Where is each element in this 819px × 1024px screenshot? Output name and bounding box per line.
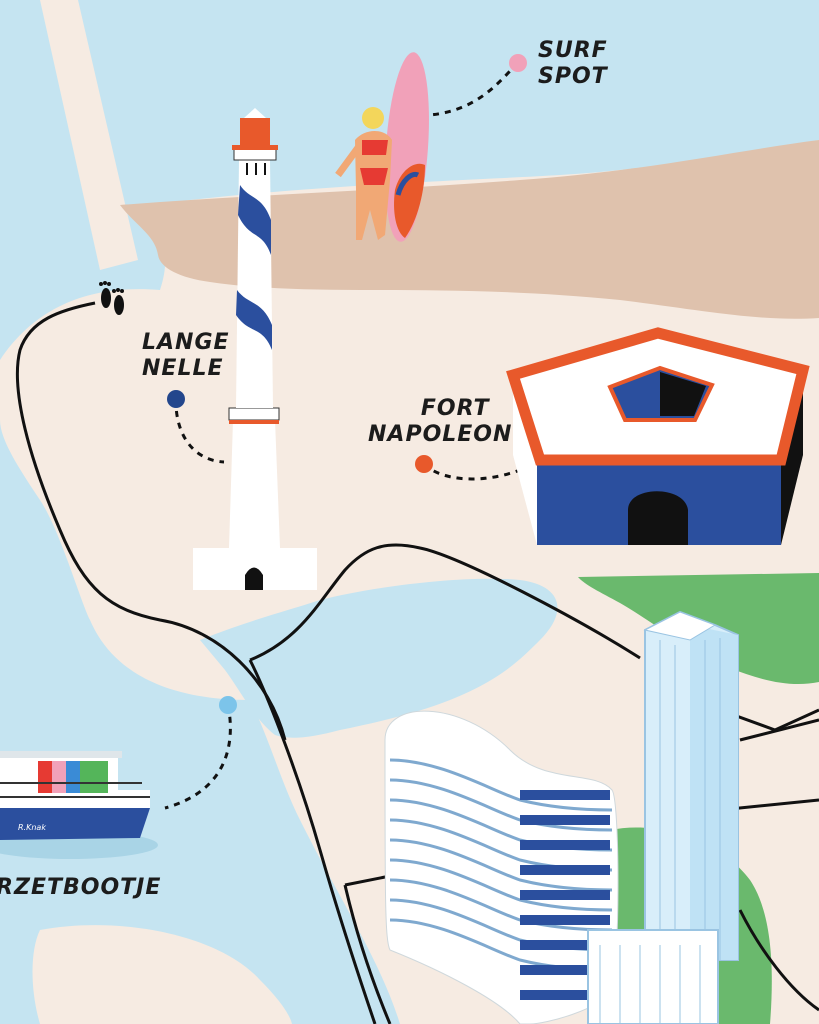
curved-hotel-building bbox=[384, 710, 619, 1024]
inner-harbour bbox=[200, 578, 558, 738]
lange-nelle-label[interactable]: LANGE NELLE bbox=[142, 330, 230, 382]
lange-nelle-pin[interactable] bbox=[167, 390, 185, 408]
lighthouse-illustration bbox=[193, 108, 317, 590]
veerbootje-pin[interactable] bbox=[219, 696, 237, 714]
fort-napoleon-label-line-2: NAPOLEON bbox=[368, 422, 513, 447]
surf-spot-label[interactable]: SURF SPOT bbox=[538, 38, 608, 90]
sandbank bbox=[32, 925, 292, 1024]
surfer-illustration bbox=[335, 52, 429, 242]
fort-napoleon-label-line-1: FORT bbox=[420, 396, 490, 421]
lange-nelle-label-line-2: NELLE bbox=[142, 356, 224, 381]
glass-tower-building bbox=[587, 610, 739, 1024]
veerbootje-label[interactable]: VERZETBOOTJE bbox=[0, 875, 161, 901]
harbour-channel bbox=[0, 600, 380, 1024]
surf-spot-label-line-2: SPOT bbox=[538, 64, 608, 89]
walking-route bbox=[15, 301, 287, 741]
veerbootje-label-line-1: VERZETBOOTJE bbox=[0, 875, 162, 900]
surf-spot-label-line-1: SURF bbox=[538, 38, 608, 63]
footprints-icon bbox=[99, 281, 124, 315]
beach-sand bbox=[120, 140, 819, 319]
fort-napoleon-label[interactable]: FORT NAPOLEON bbox=[368, 396, 512, 448]
leader-lines bbox=[164, 61, 521, 810]
fort-napoleon-pin[interactable] bbox=[415, 455, 433, 473]
boat-name: R.Knak bbox=[18, 823, 46, 832]
harbour-pier bbox=[40, 0, 138, 270]
lange-nelle-label-line-1: LANGE bbox=[142, 330, 230, 355]
fort-illustration bbox=[506, 327, 810, 545]
ferry-boat-illustration: R.Knak bbox=[0, 751, 158, 859]
surf-spot-pin[interactable] bbox=[509, 54, 527, 72]
